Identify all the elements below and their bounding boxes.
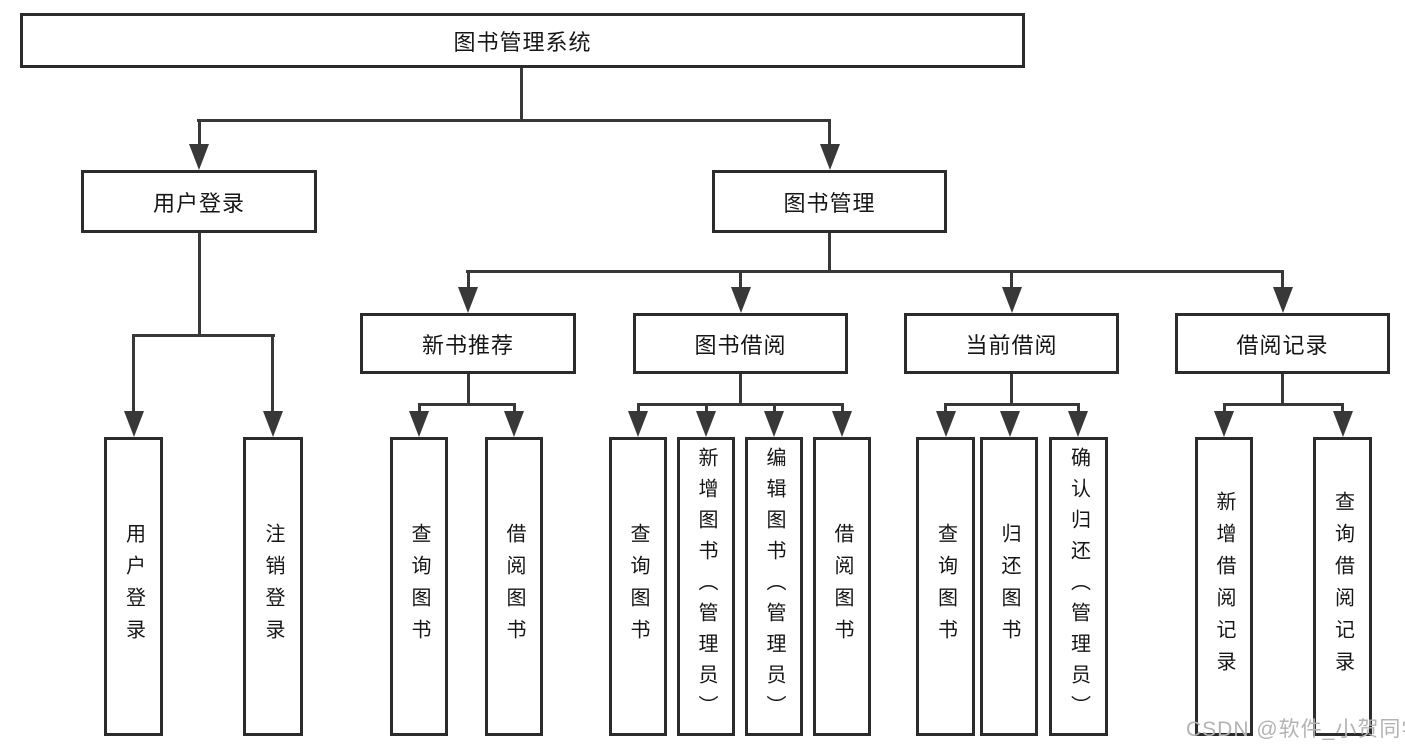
connector-vline bbox=[1341, 403, 1344, 415]
connector-vline bbox=[828, 233, 831, 273]
arrowhead-down bbox=[999, 411, 1020, 437]
arrowhead-down bbox=[1068, 411, 1088, 437]
connector-hline bbox=[466, 270, 1284, 273]
connector-vline bbox=[739, 270, 742, 291]
connector-vline bbox=[512, 403, 516, 415]
connector-vline bbox=[1076, 403, 1080, 415]
node-borrowing-records: 借阅记录 bbox=[1175, 313, 1390, 374]
node-book-borrowing: 图书借阅 bbox=[633, 313, 848, 374]
connector-vline bbox=[739, 374, 742, 406]
arrowhead-down bbox=[819, 144, 840, 170]
arrowhead-down bbox=[696, 411, 716, 437]
leaf-borrow-books-2: 借阅图书 bbox=[813, 437, 871, 736]
arrowhead-down bbox=[935, 411, 956, 437]
arrowhead-down bbox=[123, 411, 144, 437]
leaf-query-books-2: 查询图书 bbox=[609, 437, 667, 736]
arrowhead-down bbox=[730, 287, 751, 313]
leaf-query-books-1: 查询图书 bbox=[390, 437, 448, 736]
connector-hline bbox=[197, 119, 831, 122]
leaf-borrow-books-1: 借阅图书 bbox=[485, 437, 543, 736]
connector-vline bbox=[417, 403, 421, 415]
arrowhead-down bbox=[764, 411, 784, 437]
connector-vline bbox=[520, 68, 523, 121]
connector-vline bbox=[840, 403, 844, 415]
leaf-add-books-admin: 新增图书（管理员） bbox=[677, 437, 735, 736]
connector-vline bbox=[197, 233, 201, 337]
connector-hline bbox=[636, 403, 844, 406]
connector-vline bbox=[1010, 270, 1013, 291]
connector-vline bbox=[466, 374, 470, 406]
arrowhead-down bbox=[1001, 287, 1022, 313]
arrowhead-down bbox=[409, 411, 429, 437]
leaf-query-borrow-record: 查询借阅记录 bbox=[1313, 437, 1372, 736]
arrowhead-down bbox=[628, 411, 648, 437]
leaf-confirm-return-admin: 确认归还（管理员） bbox=[1049, 437, 1108, 736]
connector-vline bbox=[1281, 270, 1284, 291]
connector-hline bbox=[1222, 403, 1344, 406]
connector-vline bbox=[636, 403, 640, 415]
csdn-watermark: CSDN @软件_小贺同学 bbox=[1186, 718, 1405, 741]
leaf-add-borrow-record: 新增借阅记录 bbox=[1195, 437, 1253, 736]
arrowhead-down bbox=[504, 411, 524, 437]
leaf-query-books-3: 查询图书 bbox=[916, 437, 975, 736]
node-current-borrowing: 当前借阅 bbox=[904, 313, 1119, 374]
connector-vline bbox=[1281, 374, 1284, 406]
leaf-edit-books-admin: 编辑图书（管理员） bbox=[745, 437, 803, 736]
connector-hline bbox=[944, 403, 1080, 406]
leaf-user-login: 用户登录 bbox=[104, 437, 163, 736]
arrowhead-down bbox=[189, 144, 209, 170]
leaf-return-books: 归还图书 bbox=[980, 437, 1038, 736]
connector-vline bbox=[1222, 403, 1226, 415]
node-root-library-system: 图书管理系统 bbox=[20, 13, 1025, 68]
arrowhead-down bbox=[832, 411, 852, 437]
arrowhead-down bbox=[1214, 411, 1234, 437]
connector-vline bbox=[1010, 374, 1013, 406]
connector-vline bbox=[197, 119, 201, 148]
arrowhead-down bbox=[1332, 411, 1353, 437]
connector-vline bbox=[271, 334, 274, 415]
connector-vline bbox=[704, 403, 708, 415]
connector-vline bbox=[828, 119, 831, 148]
connector-vline bbox=[772, 403, 776, 415]
arrowhead-down bbox=[1272, 287, 1293, 313]
connector-vline bbox=[466, 270, 470, 291]
connector-vline bbox=[132, 334, 135, 415]
node-new-book-recommend: 新书推荐 bbox=[360, 313, 576, 374]
connector-hline bbox=[417, 403, 516, 406]
arrowhead-down bbox=[262, 411, 283, 437]
node-book-management: 图书管理 bbox=[712, 170, 947, 233]
leaf-logout: 注销登录 bbox=[243, 437, 303, 736]
connector-vline bbox=[944, 403, 947, 415]
node-user-login: 用户登录 bbox=[81, 170, 317, 233]
arrowhead-down bbox=[458, 287, 478, 313]
connector-hline bbox=[132, 334, 275, 337]
